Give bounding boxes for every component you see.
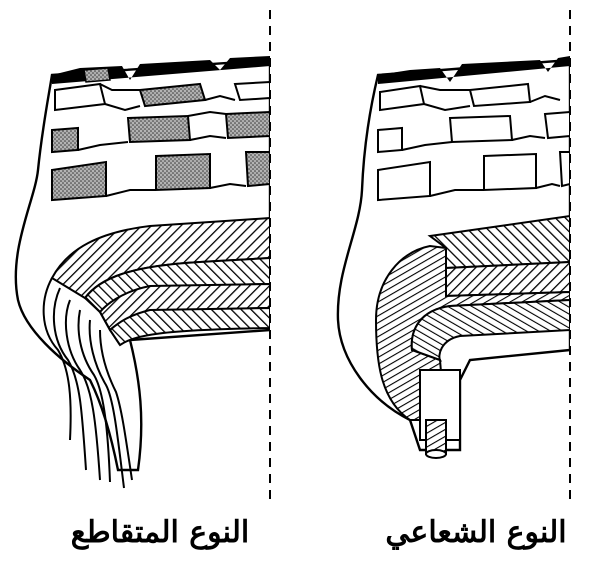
radial-bead-end	[425, 449, 447, 459]
radial-bead-core	[425, 419, 447, 455]
radial-tread-lines	[401, 85, 561, 197]
radial-belt-2	[445, 260, 570, 298]
cross-ply-bead-wires	[42, 277, 133, 489]
radial-tire	[336, 56, 570, 459]
radial-carcass-outer	[410, 298, 570, 362]
cross-ply-tread-lines	[77, 83, 247, 197]
radial-tread-blocks	[377, 82, 570, 202]
cross-ply-tire	[14, 56, 270, 489]
radial-tread-cap	[378, 56, 570, 84]
cross-ply-tread-blocks	[51, 67, 270, 202]
cross-ply-layer-4	[108, 306, 270, 347]
caption-cross-ply: النوع المتقاطع	[70, 515, 250, 550]
caption-radial: النوع الشعاعي	[385, 515, 567, 550]
